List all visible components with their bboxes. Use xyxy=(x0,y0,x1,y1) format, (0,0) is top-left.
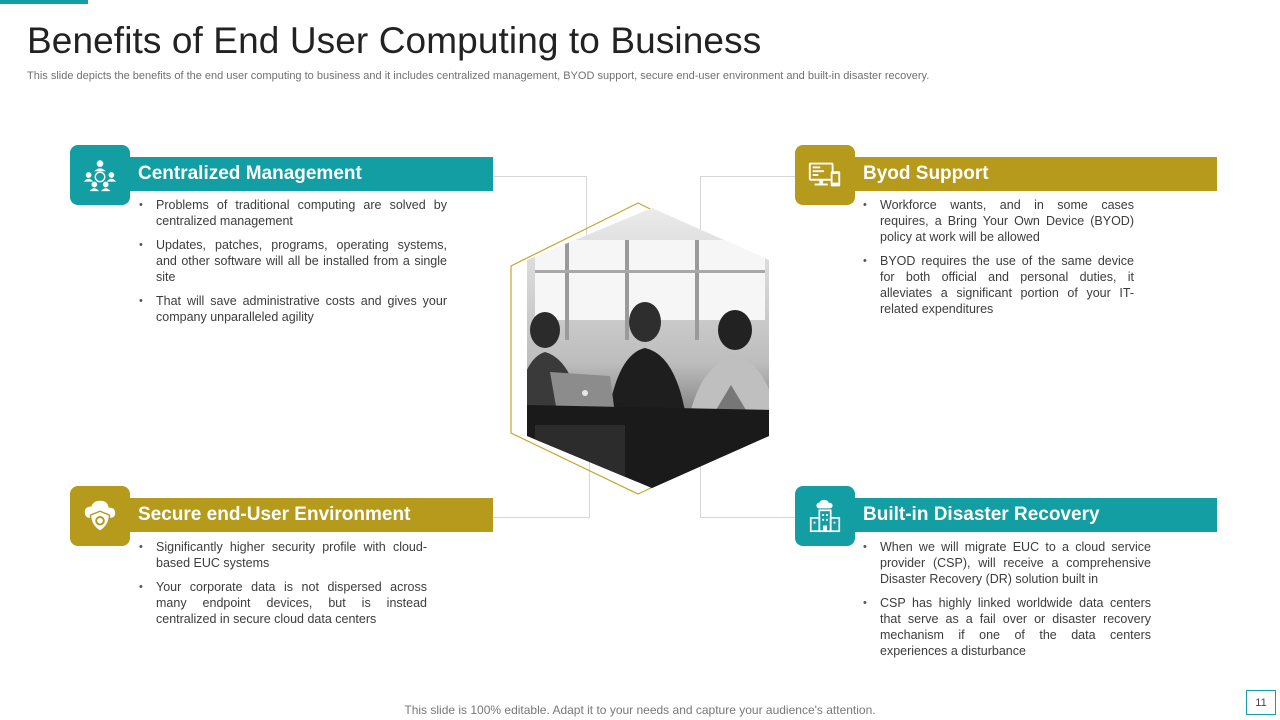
centralized-management-title: Centralized Management xyxy=(138,163,362,184)
list-item: BYOD requires the use of the same device… xyxy=(861,253,1134,317)
disaster-recovery-header: Built-in Disaster Recovery xyxy=(855,498,1217,532)
secure-environment-title: Secure end-User Environment xyxy=(138,504,411,525)
secure-environment-icon-box xyxy=(70,486,130,546)
users-network-icon xyxy=(83,160,117,192)
footer-note: This slide is 100% editable. Adapt it to… xyxy=(404,703,876,717)
disaster-recovery-icon-box xyxy=(795,486,855,546)
slide-title: Benefits of End User Computing to Busine… xyxy=(27,20,762,61)
page-number: 11 xyxy=(1246,690,1276,715)
connector-line-bottom-right xyxy=(700,428,797,518)
connector-line-top-right xyxy=(700,176,797,266)
list-item: Workforce wants, and in some cases requi… xyxy=(861,197,1134,245)
connector-line-top-left xyxy=(493,176,587,266)
cloud-shield-icon xyxy=(84,500,116,533)
disaster-recovery-bullets: When we will migrate EUC to a cloud serv… xyxy=(861,539,1151,667)
top-accent-bar xyxy=(0,0,88,4)
centralized-management-bullets: Problems of traditional computing are so… xyxy=(137,197,447,333)
byod-support-header: Byod Support xyxy=(855,157,1217,191)
list-item: That will save administrative costs and … xyxy=(137,293,447,325)
slide-subtitle: This slide depicts the benefits of the e… xyxy=(27,70,930,82)
centralized-management-icon-box xyxy=(70,145,130,205)
centralized-management-header: Centralized Management xyxy=(130,157,493,191)
cloud-building-icon xyxy=(809,499,841,533)
byod-support-bullets: Workforce wants, and in some cases requi… xyxy=(861,197,1134,325)
byod-support-title: Byod Support xyxy=(863,163,989,184)
byod-support-icon-box xyxy=(795,145,855,205)
list-item: When we will migrate EUC to a cloud serv… xyxy=(861,539,1151,587)
team-meeting-photo xyxy=(505,200,773,496)
list-item: Problems of traditional computing are so… xyxy=(137,197,447,229)
disaster-recovery-title: Built-in Disaster Recovery xyxy=(863,504,1100,525)
devices-icon xyxy=(808,162,841,187)
list-item: Updates, patches, programs, operating sy… xyxy=(137,237,447,285)
secure-environment-bullets: Significantly higher security profile wi… xyxy=(137,539,427,635)
list-item: CSP has highly linked worldwide data cen… xyxy=(861,595,1151,659)
list-item: Your corporate data is not dispersed acr… xyxy=(137,579,427,627)
list-item: Significantly higher security profile wi… xyxy=(137,539,427,571)
connector-line-bottom-left xyxy=(493,428,590,518)
secure-environment-header: Secure end-User Environment xyxy=(130,498,493,532)
